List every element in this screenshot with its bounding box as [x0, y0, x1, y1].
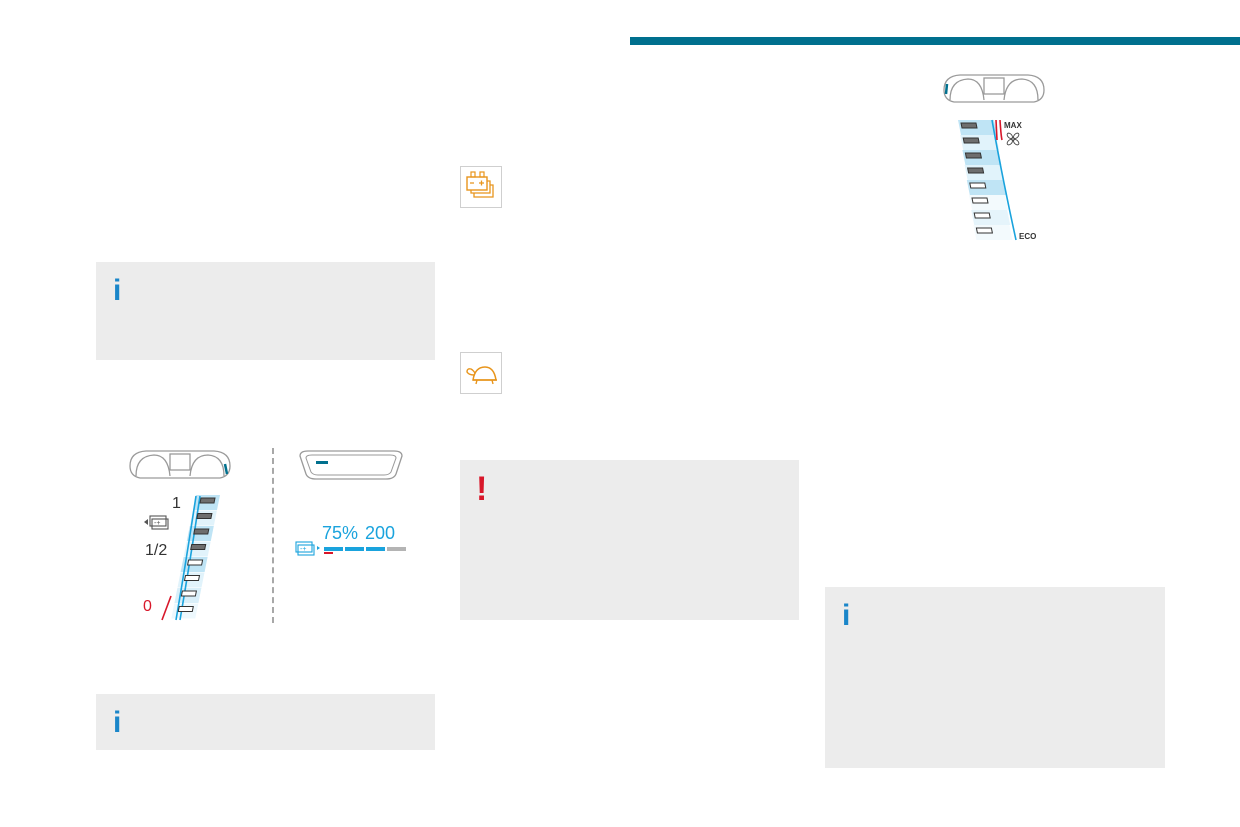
info-icon: i — [113, 274, 122, 307]
reduced-power-turtle-icon — [460, 352, 502, 394]
charge-level-gauge: -+ — [144, 495, 220, 621]
svg-text:-+: -+ — [154, 520, 160, 527]
info-note-3: i — [825, 587, 1165, 768]
separator — [272, 448, 274, 623]
power-gauge-segment — [973, 212, 991, 219]
battery-charge-warning-icon — [460, 166, 502, 208]
info-note-1: i — [96, 262, 435, 360]
instrument-cluster-power-diagram — [943, 74, 1045, 103]
digital-charge-segment — [387, 547, 406, 551]
info-icon: i — [842, 599, 851, 632]
info-icon: i — [113, 706, 122, 739]
power-gauge-segment — [964, 152, 983, 159]
battery-charge-icon: -+ — [144, 515, 169, 530]
charge-gauge-segment — [196, 513, 213, 519]
fan-icon — [1006, 132, 1020, 146]
power-max-label: MAX — [1004, 121, 1022, 130]
charge-gauge-segment — [190, 544, 207, 550]
battery-charge-icon: -+ — [295, 541, 320, 556]
charge-gauge-segment — [193, 528, 210, 535]
power-gauge-segment — [971, 197, 989, 204]
charge-gauge-segment — [177, 606, 194, 612]
power-gauge-segment — [975, 227, 994, 234]
charge-empty-label: 0 — [143, 598, 152, 615]
power-gauge — [958, 119, 1020, 241]
charge-gauge-segment — [199, 497, 216, 504]
power-gauge-segment — [966, 167, 985, 174]
power-eco-label: ECO — [1019, 232, 1037, 241]
charge-gauge-segment — [186, 559, 204, 566]
instrument-cluster-digital-diagram — [299, 450, 403, 480]
section-header-bar — [630, 37, 1240, 45]
power-gauge-segment — [960, 122, 978, 129]
range-value: 200 — [365, 523, 396, 543]
charge-full-label: 1 — [172, 495, 181, 512]
digital-charge-segment — [366, 547, 385, 551]
svg-text:-+: -+ — [300, 546, 306, 553]
warning-note: ! — [460, 460, 799, 620]
charge-half-label: 1/2 — [145, 542, 168, 559]
info-note-2: i — [96, 694, 435, 750]
power-gauge-segment — [962, 137, 980, 144]
digital-charge-bar: -+ — [295, 541, 406, 556]
charge-gauge-segment — [180, 590, 198, 597]
digital-charge-segment — [324, 547, 343, 551]
power-gauge-segment — [969, 182, 987, 189]
charge-percent: 75% — [322, 523, 359, 543]
warning-exclamation-icon: ! — [476, 470, 488, 508]
instrument-cluster-analog-diagram — [129, 450, 231, 479]
charge-gauge-segment — [183, 575, 201, 581]
digital-charge-segment — [345, 547, 364, 551]
